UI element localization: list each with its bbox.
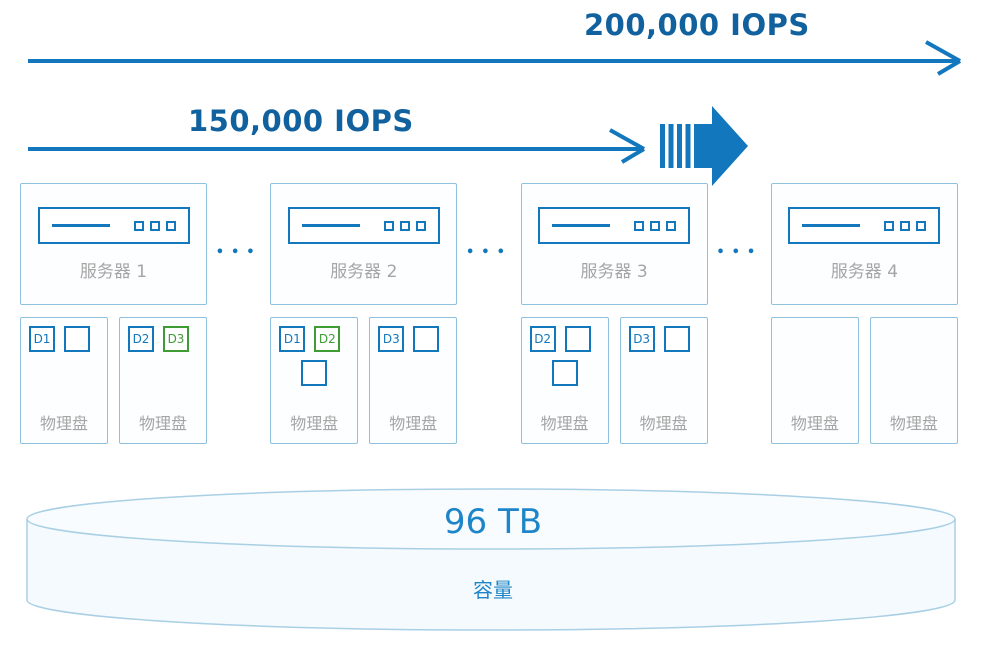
disk-label: 物理盘 xyxy=(290,414,339,433)
servers-row: 服务器 1 D1 物理盘 D2 D3 物理盘 ••• 服务器 2 D1 D2 物理盘 D3 物理盘 •••… xyxy=(20,183,958,444)
server-label: 服务器 3 xyxy=(580,262,648,282)
disk-slot-d2: D2 xyxy=(128,326,154,352)
arrow-body xyxy=(694,106,748,186)
server-column-4: 服务器 4 物理盘 物理盘 xyxy=(770,183,958,444)
disk-box: D2 物理盘 xyxy=(520,317,609,444)
disk-row: D1 D2 物理盘 D3 物理盘 xyxy=(270,317,458,444)
server-icon xyxy=(287,207,440,244)
disk-slot-row-1: D3 xyxy=(378,326,448,352)
server-icon-led xyxy=(383,220,394,231)
disk-row: D1 物理盘 D2 D3 物理盘 xyxy=(20,317,207,444)
server-icon-led xyxy=(133,220,144,231)
disk-label: 物理盘 xyxy=(39,414,88,433)
disk-slot-empty xyxy=(564,326,591,352)
disk-slot-d3: D3 xyxy=(378,326,405,352)
disk-box: D3 物理盘 xyxy=(619,317,708,444)
server-icon-line xyxy=(552,224,611,227)
disk-slot-d3: D3 xyxy=(163,326,189,352)
disk-slot-row-1: D2 D3 xyxy=(128,326,198,352)
server-column-3: 服务器 3 D2 物理盘 D3 物理盘 xyxy=(520,183,708,444)
server-icon xyxy=(788,207,941,244)
disk-slot-empty xyxy=(301,360,328,386)
server-icon-led xyxy=(900,220,911,231)
disk-label: 物理盘 xyxy=(639,414,688,433)
server-icon-led xyxy=(149,220,160,231)
arrow-stripe xyxy=(660,124,665,168)
server-icon-led xyxy=(165,220,176,231)
arrow-stripe xyxy=(677,124,682,168)
cylinder-body xyxy=(26,519,956,631)
server-icon-line xyxy=(802,224,861,227)
disk-box: D2 D3 物理盘 xyxy=(119,317,207,444)
server-icon-led xyxy=(399,220,410,231)
disk-slot-row-1: D1 D2 xyxy=(279,326,349,352)
disk-label: 物理盘 xyxy=(889,414,938,433)
disk-slot-row-2 xyxy=(530,360,600,386)
disk-box: 物理盘 xyxy=(770,317,859,444)
disk-slot-row-2 xyxy=(279,360,349,386)
server-separator-dots: ••• xyxy=(215,245,262,260)
disk-slot-empty xyxy=(663,326,690,352)
disk-box: D1 物理盘 xyxy=(20,317,108,444)
disk-box: D1 D2 物理盘 xyxy=(270,317,359,444)
disk-label: 物理盘 xyxy=(138,414,187,433)
disk-slot-empty xyxy=(551,360,578,386)
server-icon-led xyxy=(916,220,927,231)
arrow-head-upper xyxy=(609,128,645,151)
disk-label: 物理盘 xyxy=(389,414,438,433)
disk-box: 物理盘 xyxy=(869,317,958,444)
arrow-head-lower xyxy=(936,59,962,76)
server-icon xyxy=(538,207,691,244)
server-separator-dots: ••• xyxy=(716,245,763,260)
server-box: 服务器 4 xyxy=(770,183,958,305)
capacity-cylinder xyxy=(26,488,956,631)
disk-slot-row-1: D3 xyxy=(628,326,699,352)
disk-slot-row-1: D1 xyxy=(29,326,99,352)
server-column-1: 服务器 1 D1 物理盘 D2 D3 物理盘 xyxy=(20,183,207,444)
disk-slot-row-1: D2 xyxy=(529,326,600,352)
disk-slot-d2: D2 xyxy=(529,326,556,352)
server-icon-line xyxy=(51,224,110,227)
server-label: 服务器 1 xyxy=(79,262,148,282)
fast-forward-arrow-icon xyxy=(660,106,748,186)
arrow-head-upper xyxy=(925,40,961,63)
server-icon-line xyxy=(301,224,360,227)
iops-150k-label: 150,000 IOPS xyxy=(188,104,414,138)
server-icon-led xyxy=(884,220,895,231)
server-icon-led xyxy=(415,220,426,231)
capacity-value: 96 TB xyxy=(443,502,543,542)
server-icon-led xyxy=(666,220,677,231)
disk-slot-d1: D1 xyxy=(279,326,306,352)
arrow-head-lower xyxy=(620,147,646,164)
arrow-stripe xyxy=(685,124,691,168)
iops-150k-arrow-icon xyxy=(28,128,646,164)
capacity-label: 容量 xyxy=(473,578,513,602)
disk-box: D3 物理盘 xyxy=(369,317,458,444)
disk-slot-empty xyxy=(64,326,90,352)
server-separator-dots: ••• xyxy=(466,245,512,260)
server-label: 服务器 2 xyxy=(330,262,398,282)
server-box: 服务器 2 xyxy=(270,183,458,305)
iops-200k-arrow-icon xyxy=(28,40,962,76)
server-box: 服务器 1 xyxy=(20,183,207,305)
disk-slot-d3: D3 xyxy=(628,326,655,352)
server-icon-led xyxy=(634,220,645,231)
arrow-stripe xyxy=(668,124,674,168)
server-icon-led xyxy=(650,220,661,231)
disk-row: 物理盘 物理盘 xyxy=(770,317,958,444)
server-icon xyxy=(37,207,190,244)
disk-slot-d1: D1 xyxy=(29,326,55,352)
disk-slot-empty xyxy=(413,326,440,352)
cylinder-top-rim xyxy=(26,488,956,550)
iops-200k-label: 200,000 IOPS xyxy=(584,8,810,42)
server-column-2: 服务器 2 D1 D2 物理盘 D3 物理盘 xyxy=(270,183,458,444)
disk-row: D2 物理盘 D3 物理盘 xyxy=(520,317,708,444)
disk-slot-d2: D2 xyxy=(314,326,341,352)
server-label: 服务器 4 xyxy=(830,262,899,282)
disk-label: 物理盘 xyxy=(540,414,589,433)
server-box: 服务器 3 xyxy=(520,183,708,305)
disk-label: 物理盘 xyxy=(790,414,839,433)
